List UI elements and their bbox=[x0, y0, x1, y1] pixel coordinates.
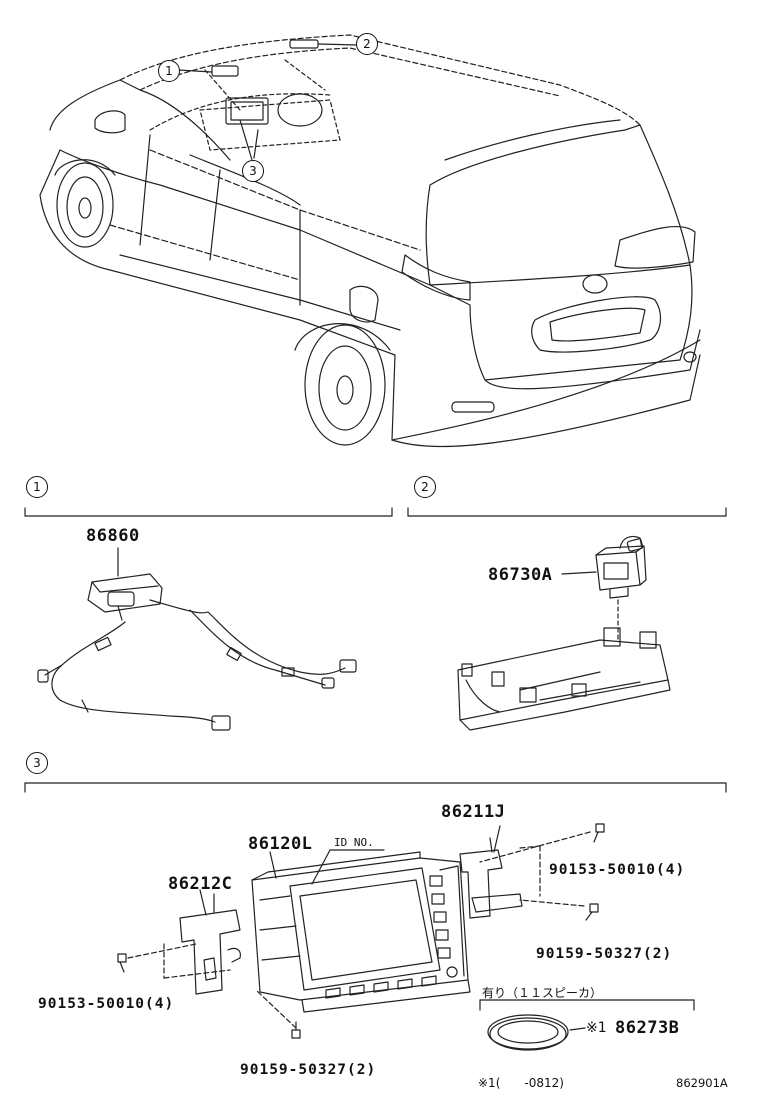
sensor-assembly-drawing bbox=[37, 547, 357, 731]
speaker-note: 有り（１１スピーカ） bbox=[482, 986, 603, 1000]
diagram-code: 862901A bbox=[676, 1076, 728, 1090]
callout-1[interactable]: 1 bbox=[158, 60, 180, 82]
part-number-bracket-right[interactable]: 86211J bbox=[441, 802, 506, 822]
spacer-drawing bbox=[479, 999, 695, 1051]
section-dividers bbox=[24, 507, 727, 793]
vehicle-illustration bbox=[39, 34, 701, 448]
section-2-label: 2 bbox=[414, 476, 436, 498]
microphone-assembly-drawing bbox=[457, 535, 671, 731]
part-number-sensor[interactable]: 86860 bbox=[86, 526, 140, 546]
part-number-bolt-right[interactable]: 90159-50327(2) bbox=[536, 946, 673, 962]
spacer-mark: ※1 bbox=[586, 1020, 607, 1036]
part-number-spacer[interactable]: 86273B bbox=[615, 1018, 680, 1038]
part-number-bracket-left[interactable]: 86212C bbox=[168, 874, 233, 894]
part-number-mic[interactable]: 86730A bbox=[488, 565, 553, 585]
part-number-screw-left[interactable]: 90153-50010(4) bbox=[38, 996, 175, 1012]
callout-2[interactable]: 2 bbox=[356, 33, 378, 55]
section-3-label: 3 bbox=[26, 752, 48, 774]
part-number-screw-right[interactable]: 90153-50010(4) bbox=[549, 862, 686, 878]
footnote: ※1( -0812) bbox=[478, 1076, 564, 1090]
display-assembly-drawing bbox=[117, 823, 605, 1039]
callout-3[interactable]: 3 bbox=[242, 160, 264, 182]
part-number-bolt-bottom[interactable]: 90159-50327(2) bbox=[240, 1062, 377, 1078]
part-number-display[interactable]: 86120L bbox=[248, 834, 313, 854]
id-no-label: ID NO. bbox=[334, 836, 374, 849]
section-1-label: 1 bbox=[26, 476, 48, 498]
